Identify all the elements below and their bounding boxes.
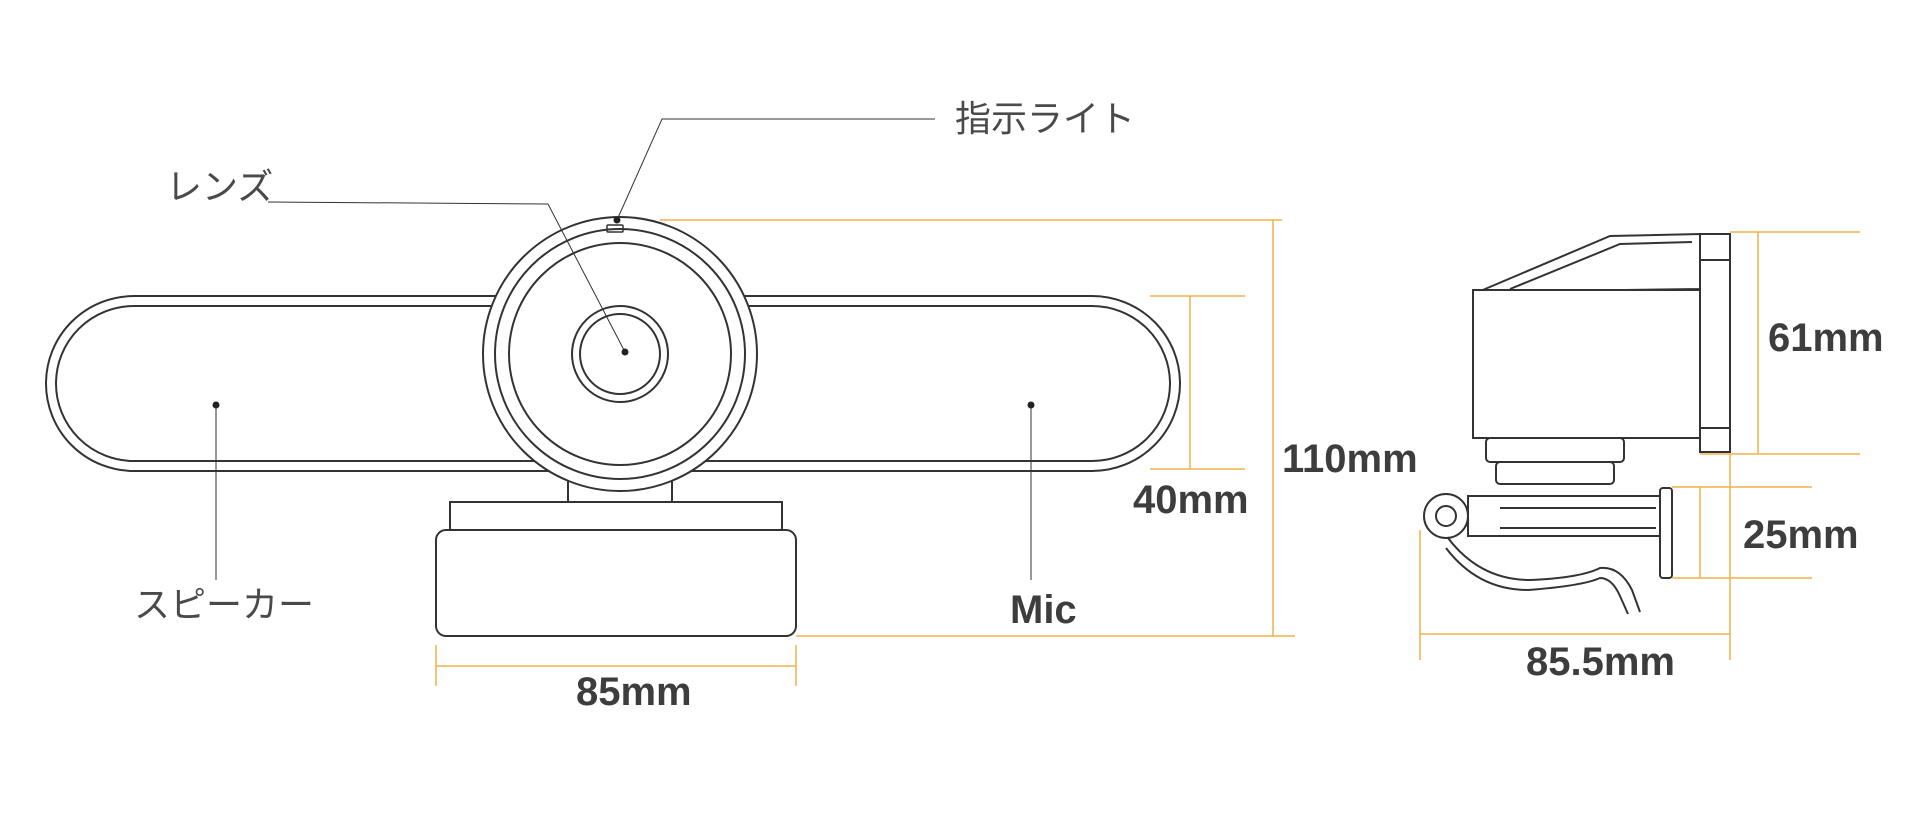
side-face xyxy=(1699,233,1731,453)
indicator-label: 指示ライト xyxy=(955,99,1136,140)
base-width-label: 85mm xyxy=(576,670,692,714)
lens-outer xyxy=(571,305,669,403)
side-neck-bottom xyxy=(1495,461,1615,485)
side-neck-top xyxy=(1485,437,1625,463)
front-dimension-lines xyxy=(435,219,1295,686)
front-view xyxy=(45,216,1181,637)
side-depth-label: 85.5mm xyxy=(1526,640,1675,684)
side-view xyxy=(1423,232,1731,615)
side-body xyxy=(1472,289,1701,439)
lens-label: レンズ xyxy=(166,167,274,208)
lens-dot xyxy=(621,348,629,356)
indicator-light xyxy=(606,224,624,233)
side-clip-back-plate xyxy=(1659,487,1673,579)
side-clip-foot-inner xyxy=(1445,547,1629,615)
speaker-dot xyxy=(212,401,220,409)
side-height-label: 61mm xyxy=(1768,316,1884,360)
side-hinge-inner xyxy=(1435,505,1457,527)
bar-height-label: 40mm xyxy=(1133,478,1249,522)
clip-height-label: 25mm xyxy=(1743,513,1859,557)
side-dimension-lines xyxy=(1419,231,1860,660)
side-lens-plate xyxy=(1699,259,1731,429)
front-callouts xyxy=(215,118,1032,580)
indicator-callout xyxy=(616,118,935,221)
side-top-wedge-inner xyxy=(1509,241,1693,290)
mic-dot xyxy=(1027,401,1035,409)
side-clip-foot xyxy=(1447,537,1641,613)
base-stand xyxy=(435,529,797,637)
mic-label: Mic xyxy=(1010,588,1077,632)
speaker-label: スピーカー xyxy=(134,585,315,626)
total-height-label: 110mm xyxy=(1282,437,1418,481)
base-top-plate xyxy=(449,501,783,530)
indicator-dot xyxy=(613,216,621,224)
side-hinge-outer xyxy=(1423,493,1469,539)
lens-inner xyxy=(579,313,661,395)
camera-head-outer xyxy=(482,216,758,492)
camera-head-ring xyxy=(494,228,746,480)
camera-head-face xyxy=(508,242,732,466)
callout-dots xyxy=(212,216,1035,409)
side-clip-arm xyxy=(1467,495,1661,537)
lens-callout xyxy=(267,201,626,353)
